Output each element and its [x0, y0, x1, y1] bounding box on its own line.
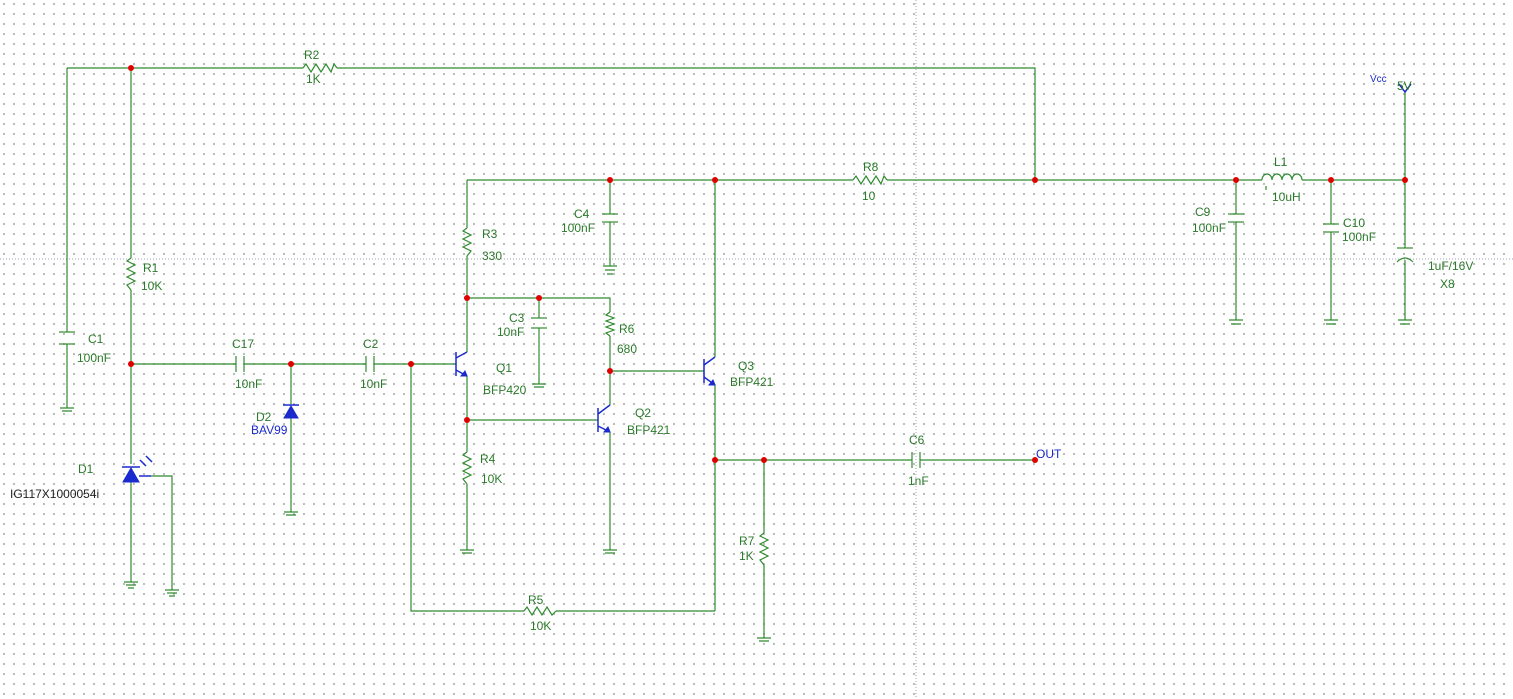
capacitor-X8[interactable] [1396, 247, 1414, 263]
capacitor-C2[interactable] [365, 356, 375, 372]
label-output: OUT [1036, 447, 1062, 461]
vcc-symbol [1398, 83, 1412, 94]
inductor-L1[interactable] [1261, 173, 1303, 190]
label-R7-ref: R7 [739, 534, 755, 548]
label-C2-ref: C2 [363, 337, 379, 351]
label-Q3-ref: Q3 [738, 359, 754, 373]
label-C17-ref: C17 [232, 337, 254, 351]
transistor-Q2[interactable] [597, 404, 611, 433]
capacitor-C3[interactable] [531, 317, 547, 329]
label-R2-value: 1K [306, 72, 321, 86]
resistor-R8[interactable] [852, 174, 888, 186]
capacitor-C10[interactable] [1323, 223, 1339, 233]
resistor-R3[interactable] [461, 227, 473, 257]
resistor-R1[interactable] [125, 257, 137, 291]
resistor-R4[interactable] [461, 451, 473, 485]
label-D2-ref: D2 [256, 410, 272, 424]
label-C9-value: 100nF [1192, 221, 1226, 235]
photodiode-D1[interactable] [122, 455, 153, 483]
label-L1-value: 10uH [1272, 190, 1301, 204]
label-vcc-value: 5V [1397, 79, 1412, 93]
junction-nodes [128, 65, 1408, 463]
transistor-Q3[interactable] [703, 356, 716, 386]
label-C3-value: 10nF [497, 325, 524, 339]
label-R4-value: 10K [481, 472, 502, 486]
capacitor-C6[interactable] [911, 452, 921, 468]
label-Q2-value: BFP421 [627, 423, 671, 437]
label-C1-ref: C1 [88, 332, 104, 346]
label-R1-ref: R1 [143, 261, 159, 275]
wires [66, 67, 1406, 638]
label-C17-value: 10nF [235, 377, 262, 391]
capacitor-C9[interactable] [1228, 213, 1244, 223]
label-D2-value: BAV99 [251, 423, 288, 437]
transistor-Q1[interactable] [455, 351, 468, 377]
label-R8-value: 10 [862, 189, 876, 203]
label-C3-ref: C3 [509, 311, 525, 325]
label-Q1-value: BFP420 [483, 383, 527, 397]
label-Q2-ref: Q2 [635, 406, 651, 420]
label-R4-ref: R4 [480, 452, 496, 466]
label-R1-value: 10K [141, 279, 162, 293]
label-R6-ref: R6 [619, 322, 635, 336]
resistor-R5[interactable] [523, 605, 557, 617]
label-C2-value: 10nF [360, 377, 387, 391]
capacitor-C4[interactable] [602, 213, 618, 223]
label-Q1-ref: Q1 [496, 361, 512, 375]
label-C4-ref: C4 [574, 207, 590, 221]
label-R7-value: 1K [739, 549, 754, 563]
label-D1-value: IG117X1000054i [10, 487, 99, 501]
label-L1-ref: L1 [1274, 155, 1288, 169]
label-C6-ref: C6 [909, 433, 925, 447]
label-C10-ref: C10 [1343, 216, 1365, 230]
label-R3-value: 330 [482, 249, 502, 263]
label-C9-ref: C9 [1195, 205, 1211, 219]
label-R2-ref: R2 [304, 48, 320, 62]
label-C4-value: 100nF [561, 221, 595, 235]
label-R5-value: 10K [530, 619, 551, 633]
label-R3-ref: R3 [482, 227, 498, 241]
capacitor-C1[interactable] [59, 331, 75, 345]
capacitor-C17[interactable] [235, 356, 245, 372]
label-R6-value: 680 [617, 342, 637, 356]
resistor-R6[interactable] [604, 311, 616, 337]
label-X8-ref: X8 [1440, 277, 1455, 291]
ground-symbols [60, 265, 1412, 642]
label-C6-value: 1nF [908, 474, 929, 488]
resistor-R2[interactable] [302, 62, 338, 74]
label-C1-value: 100nF [77, 351, 111, 365]
label-Q3-value: BFP421 [730, 375, 774, 389]
label-vcc-name: Vcc [1370, 74, 1387, 85]
label-R5-ref: R5 [528, 593, 544, 607]
resistor-R7[interactable] [758, 532, 770, 566]
diode-D2[interactable] [283, 404, 299, 419]
label-R8-ref: R8 [863, 160, 879, 174]
label-C10-value: 100nF [1342, 230, 1376, 244]
label-X8-value: 1uF/16V [1428, 259, 1473, 273]
label-D1-ref: D1 [78, 462, 94, 476]
